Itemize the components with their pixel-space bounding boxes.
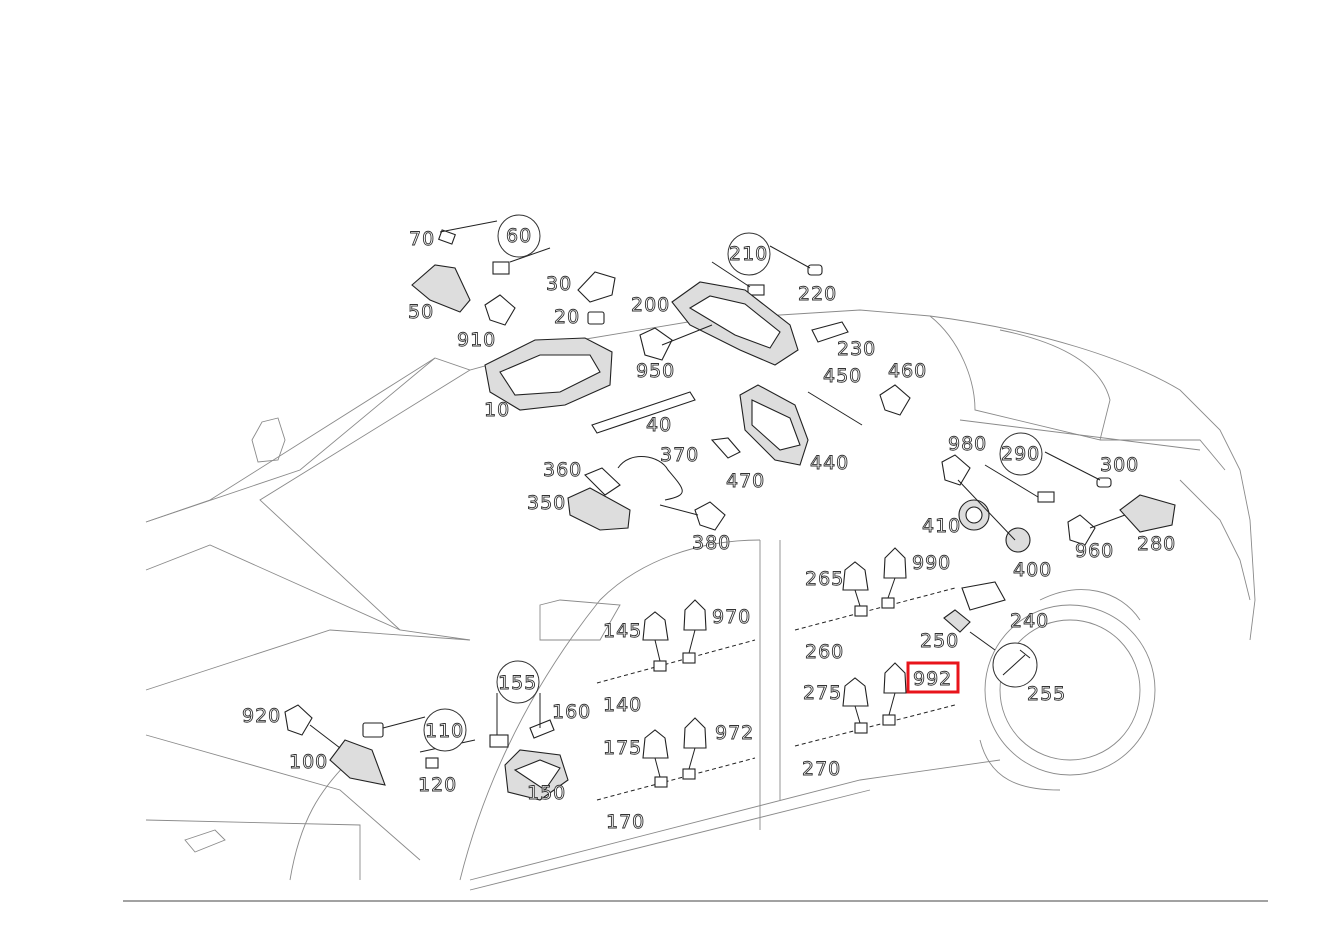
- parts: [284, 229, 1176, 801]
- callout-960[interactable]: 960: [1075, 540, 1114, 563]
- callout-200[interactable]: 200: [631, 294, 670, 317]
- callout-145[interactable]: 145: [603, 620, 642, 643]
- callout-20[interactable]: 20: [554, 306, 580, 329]
- callout-110[interactable]: 110: [425, 720, 464, 743]
- callout-275[interactable]: 275: [803, 682, 842, 705]
- callout-360[interactable]: 360: [543, 459, 582, 482]
- callout-972[interactable]: 972: [715, 722, 754, 745]
- callout-280[interactable]: 280: [1137, 533, 1176, 556]
- callout-155[interactable]: 155: [498, 672, 537, 695]
- callout-10[interactable]: 10: [484, 399, 510, 422]
- callout-140[interactable]: 140: [603, 694, 642, 717]
- callout-170[interactable]: 170: [606, 811, 645, 834]
- callout-230[interactable]: 230: [837, 338, 876, 361]
- callout-980[interactable]: 980: [948, 433, 987, 456]
- callout-270[interactable]: 270: [802, 758, 841, 781]
- highlight-box-992: [906, 661, 960, 694]
- callout-460[interactable]: 460: [888, 360, 927, 383]
- callout-150[interactable]: 150: [527, 782, 566, 805]
- callout-labels: 70 60 50 910 30 20 10 210 220 200 950 23…: [242, 225, 1176, 834]
- callout-30[interactable]: 30: [546, 273, 572, 296]
- callout-250[interactable]: 250: [920, 630, 959, 653]
- callout-175[interactable]: 175: [603, 737, 642, 760]
- car-outline: [145, 309, 1256, 891]
- callout-255[interactable]: 255: [1027, 683, 1066, 706]
- callout-40[interactable]: 40: [646, 414, 672, 437]
- callout-970[interactable]: 970: [712, 606, 751, 629]
- callout-260[interactable]: 260: [805, 641, 844, 664]
- callout-992[interactable]: 992: [913, 668, 952, 691]
- callout-120[interactable]: 120: [418, 774, 457, 797]
- callout-400[interactable]: 400: [1013, 559, 1052, 582]
- callout-160[interactable]: 160: [552, 701, 591, 724]
- callout-950[interactable]: 950: [636, 360, 675, 383]
- callout-70[interactable]: 70: [409, 228, 435, 251]
- callout-290[interactable]: 290: [1001, 443, 1040, 466]
- callout-300[interactable]: 300: [1100, 454, 1139, 477]
- callout-circles: [423, 214, 1043, 752]
- callout-910[interactable]: 910: [457, 329, 496, 352]
- callout-450[interactable]: 450: [823, 365, 862, 388]
- callout-265[interactable]: 265: [805, 568, 844, 591]
- door-modules: [596, 547, 956, 801]
- callout-370[interactable]: 370: [660, 444, 699, 467]
- callout-100[interactable]: 100: [289, 751, 328, 774]
- callout-220[interactable]: 220: [798, 283, 837, 306]
- callout-470[interactable]: 470: [726, 470, 765, 493]
- callout-440[interactable]: 440: [810, 452, 849, 475]
- callout-410[interactable]: 410: [922, 515, 961, 538]
- callout-240[interactable]: 240: [1010, 610, 1049, 633]
- callout-380[interactable]: 380: [692, 532, 731, 555]
- callout-920[interactable]: 920: [242, 705, 281, 728]
- callout-210[interactable]: 210: [729, 243, 768, 266]
- callout-60[interactable]: 60: [506, 225, 532, 248]
- callout-350[interactable]: 350: [527, 492, 566, 515]
- callout-990[interactable]: 990: [912, 552, 951, 575]
- callout-50[interactable]: 50: [408, 301, 434, 324]
